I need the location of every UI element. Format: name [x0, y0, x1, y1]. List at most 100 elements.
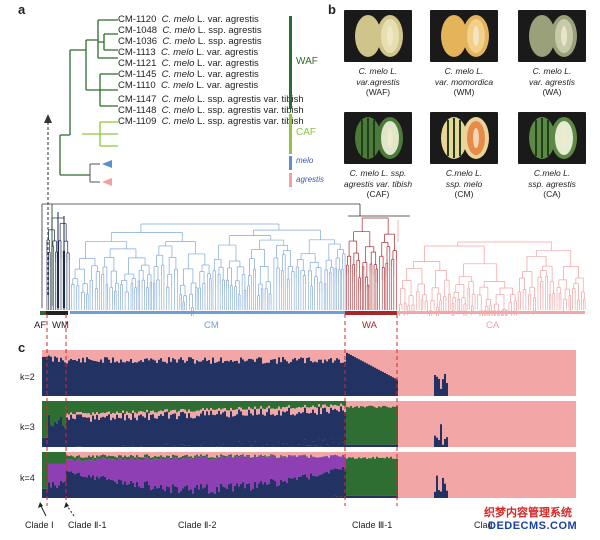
admixture-bar	[458, 452, 461, 498]
admixture-bar	[368, 452, 371, 459]
admixture-bar	[152, 359, 155, 396]
admixture-bar	[406, 401, 409, 447]
admixture-bar	[86, 413, 89, 418]
admixture-bar	[256, 487, 259, 498]
admixture-bar	[536, 452, 539, 498]
admixture-bar	[338, 350, 341, 360]
admixture-bar	[78, 350, 81, 359]
admixture-bar	[372, 406, 375, 445]
admixture-bar	[410, 452, 413, 498]
admixture-bar	[298, 407, 301, 413]
admixture-bar	[44, 437, 47, 447]
admixture-bar	[540, 350, 543, 396]
admixture-bar	[388, 444, 391, 447]
admixture-bar	[248, 483, 251, 498]
admixture-bar	[116, 411, 119, 415]
admixture-bar	[154, 418, 157, 447]
admixture-bar	[182, 411, 185, 445]
admixture-bar	[132, 458, 135, 483]
admixture-bar	[80, 362, 83, 396]
admixture-bar	[366, 495, 369, 498]
admixture-bar	[436, 452, 439, 476]
admixture-bar	[206, 456, 209, 485]
admixture-bar	[118, 412, 121, 418]
admixture-bar	[334, 441, 337, 447]
admixture-bar	[534, 350, 537, 396]
admixture-bar	[114, 362, 117, 396]
admixture-bar	[288, 405, 291, 408]
admixture-bar	[286, 457, 289, 459]
admixture-bar	[276, 401, 279, 409]
admixture-bar	[102, 350, 105, 363]
admixture-bar	[300, 455, 303, 457]
admixture-bar	[86, 350, 89, 358]
admixture-bar	[140, 360, 143, 396]
admixture-bar	[198, 361, 201, 396]
admixture-bar	[114, 456, 117, 460]
admixture-bar	[320, 407, 323, 415]
admixture-bar	[168, 350, 171, 358]
admixture-bar	[364, 452, 367, 458]
admixture-bar	[434, 435, 437, 447]
admixture-bar	[166, 350, 169, 364]
admixture-bar	[394, 452, 397, 459]
admixture-bar	[444, 373, 447, 396]
admixture-bar	[52, 426, 55, 447]
tip-3: CM-1113 C. melo L. var. agrestis	[118, 47, 259, 58]
admixture-bar	[66, 452, 69, 456]
admixture-bar	[280, 452, 283, 456]
admixture-bar	[316, 476, 319, 498]
admixture-bar	[278, 458, 281, 486]
admixture-bar	[84, 452, 87, 458]
admixture-bar	[342, 410, 345, 443]
admixture-bar	[532, 350, 535, 396]
admixture-bar	[190, 489, 193, 498]
admixture-bar	[116, 452, 119, 458]
admixture-bar	[536, 401, 539, 447]
admixture-bar	[182, 455, 185, 459]
admixture-bar	[434, 401, 437, 436]
admixture-bar	[306, 407, 309, 413]
admixture-bar	[132, 455, 135, 459]
admixture-bar	[130, 419, 133, 447]
admixture-bar	[284, 444, 287, 447]
admixture-bar	[224, 455, 227, 458]
admixture-bar	[362, 350, 365, 362]
admixture-bar	[296, 360, 299, 396]
admixture-bar	[168, 401, 171, 413]
admixture-bar	[182, 488, 185, 498]
admixture-bar	[168, 418, 171, 447]
admixture-bar	[384, 401, 387, 406]
admixture-bar	[416, 452, 419, 498]
admixture-bar	[402, 401, 405, 447]
admixture-bar	[190, 456, 193, 459]
admixture-bar	[336, 401, 339, 406]
admixture-bar	[230, 455, 233, 484]
admixture-bar	[422, 452, 425, 498]
admixture-bar	[246, 401, 249, 410]
admixture-bar	[72, 418, 75, 447]
admixture-bar	[350, 452, 353, 458]
admixture-bar	[226, 457, 229, 489]
admixture-bar	[158, 459, 161, 488]
admixture-bar	[58, 361, 61, 396]
admixture-bar	[114, 419, 117, 447]
admixture-bar	[304, 455, 307, 475]
admixture-bar	[392, 458, 395, 496]
admixture-bar	[104, 476, 107, 498]
admixture-bar	[356, 458, 359, 496]
admixture-bar	[222, 452, 225, 456]
admixture-bar	[102, 457, 105, 476]
admixture-bar	[258, 455, 261, 457]
admixture-bar	[118, 479, 121, 498]
admixture-bar	[364, 401, 367, 408]
admixture-bar	[386, 374, 389, 396]
fruit-caption-line2: var.agrestis	[356, 76, 400, 87]
admixture-bar	[88, 401, 91, 414]
admixture-bar	[164, 452, 167, 458]
admixture-bar	[492, 452, 495, 498]
panel-a-letter: a	[18, 2, 26, 17]
admixture-bar	[44, 488, 47, 498]
admixture-bar	[176, 362, 179, 396]
admixture-bar	[274, 456, 277, 482]
